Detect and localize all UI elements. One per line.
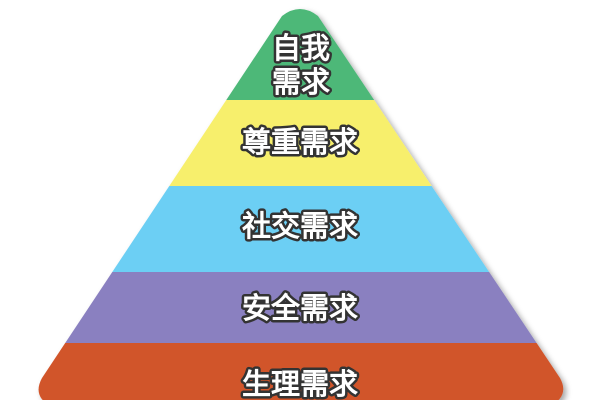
label-esteem: 尊重需求: [242, 125, 358, 159]
label-self-line2: 需求: [272, 65, 330, 99]
label-social: 社交需求: [242, 209, 358, 243]
label-safety: 安全需求: [242, 291, 358, 325]
label-physiological: 生理需求: [242, 367, 358, 400]
label-self-line1: 自我: [272, 31, 330, 65]
level-physiological: [38, 343, 564, 400]
level-safety: [38, 272, 564, 343]
